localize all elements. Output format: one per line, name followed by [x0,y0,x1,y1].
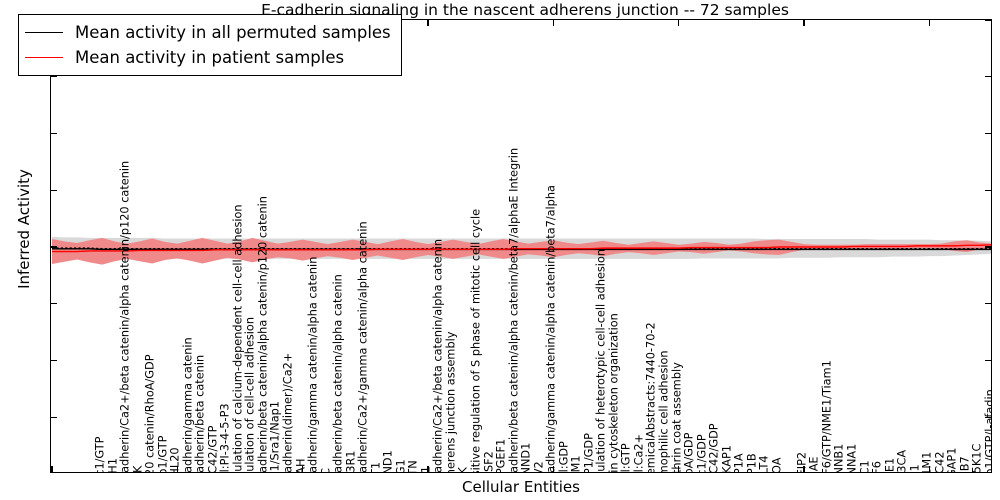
x-tick-mark [928,20,930,26]
y-tick-mark [985,303,991,305]
x-tick-mark [928,466,930,472]
x-tick-mark [552,466,554,472]
x-tick-mark [427,466,429,472]
chart-traces [52,236,991,265]
legend-label-permuted: Mean activity in all permuted samples [75,23,391,42]
y-tick-mark [51,246,57,248]
x-tick-mark [678,20,680,26]
y-tick-mark [985,416,991,418]
legend-swatch-permuted [25,32,63,33]
x-tick-mark [427,20,429,26]
y-tick-mark [51,189,57,191]
x-tick-mark [302,466,304,472]
plot-area: Rac1/GTPCDH1E-cadherin/Ca2+/beta catenin… [50,19,992,473]
x-tick-mark [176,466,178,472]
x-tick-mark [678,466,680,472]
legend: Mean activity in all permuted samples Me… [18,14,402,76]
y-tick-mark [985,76,991,78]
legend-swatch-patient [25,57,63,58]
x-axis-label: Cellular Entities [462,478,580,496]
y-tick-mark [51,303,57,305]
y-tick-mark [51,132,57,135]
confidence-band [52,237,991,265]
legend-item-patient: Mean activity in patient samples [25,45,391,70]
x-tick-mark [803,466,805,472]
y-tick-mark [51,416,57,418]
y-tick-mark [985,359,991,362]
legend-label-patient: Mean activity in patient samples [75,48,345,67]
mean-line [52,247,991,250]
y-tick-mark [51,359,57,362]
y-tick-mark [985,132,991,135]
legend-item-permuted: Mean activity in all permuted samples [25,20,391,45]
x-tick-mark [803,20,805,26]
x-tick-mark [552,20,554,26]
y-tick-mark [985,20,991,21]
y-tick-mark [985,189,991,191]
x-tick-mark [51,466,53,472]
y-tick-mark [985,246,991,248]
mean-line [52,244,991,253]
y-tick-mark [51,76,57,78]
